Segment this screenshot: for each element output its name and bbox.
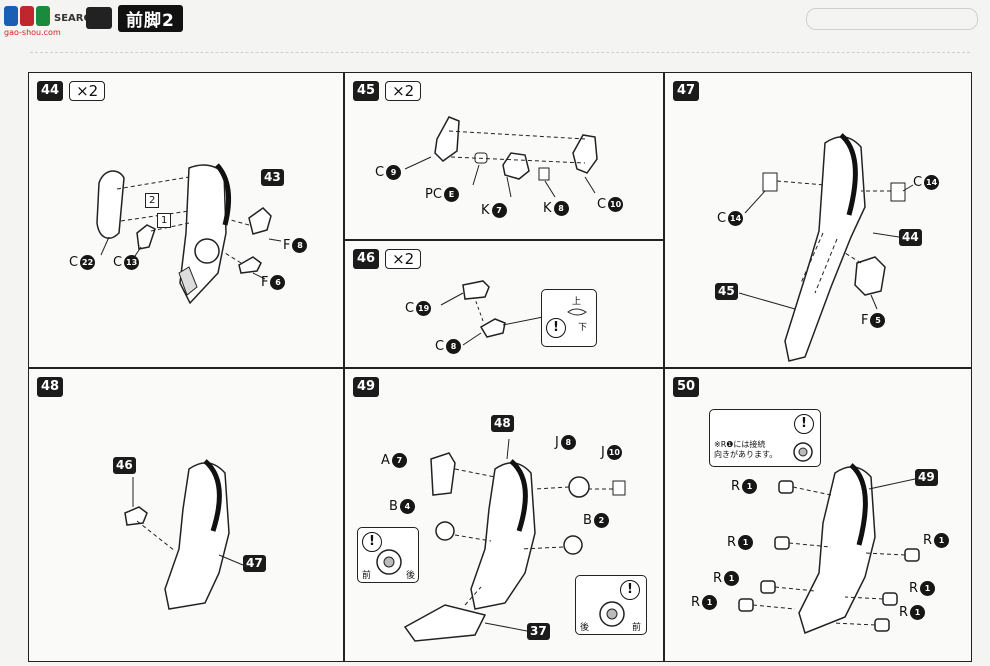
caution-icon: ! (362, 532, 382, 552)
step-50-diagram (738, 463, 920, 635)
step-number: 50 (673, 377, 700, 397)
joint-orientation-icon (376, 549, 402, 575)
faint-header-tag (806, 8, 978, 30)
step-44-header: 44 ×2 (37, 81, 106, 101)
front-back-callout-right: ! 後 前 (575, 575, 647, 635)
step-48-header: 48 (37, 377, 64, 397)
logo-text: SEARCH (54, 13, 99, 24)
label-down: 下 (578, 323, 588, 333)
ref-part-43: 43 (261, 169, 284, 186)
connection-note-callout: ※R❶には接続 向きがあります。 ! (709, 409, 821, 467)
quantity-badge: ×2 (385, 81, 422, 101)
part-outline-icon (567, 308, 587, 316)
ref-part-45: 45 (715, 283, 738, 300)
page-header: SEARCH gao-shou.com 前脚2 (0, 0, 990, 58)
step-47-header: 47 (673, 81, 700, 101)
step-number: 45 (353, 81, 380, 101)
step-number: 48 (37, 377, 64, 397)
step-44-diagram (96, 163, 282, 305)
step-number: 44 (37, 81, 64, 101)
section-title: 前脚2 (86, 4, 183, 32)
caution-icon: ! (794, 414, 814, 434)
step-50-header: 50 (673, 377, 700, 397)
title-marker (86, 7, 112, 29)
front-back-callout-left: ! 前 後 (357, 527, 419, 583)
step-number: 47 (673, 81, 700, 101)
ref-part-46: 46 (113, 457, 136, 474)
note-line-2: 向きがあります。 (714, 450, 778, 459)
orientation-callout: 上 ! 下 (541, 289, 597, 347)
step-number: 46 (353, 249, 380, 269)
step-46-header: 46 ×2 (353, 249, 422, 269)
joint-orientation-icon (793, 442, 813, 462)
site-url: gao-shou.com (4, 28, 61, 37)
note-line-1: ※R❶には接続 (714, 440, 766, 449)
ref-part-44: 44 (899, 229, 922, 246)
step-number: 49 (353, 377, 380, 397)
page-title: 前脚2 (118, 4, 183, 32)
header-divider (30, 52, 970, 53)
caution-icon: ! (546, 318, 566, 338)
quantity-badge: ×2 (385, 249, 422, 269)
joint-orientation-icon (599, 601, 625, 627)
label-back: 後 (580, 623, 590, 633)
caution-icon: ! (620, 580, 640, 600)
label-front: 前 (362, 571, 372, 581)
ref-part-47: 47 (243, 555, 266, 572)
step-49-diagram (403, 438, 626, 642)
site-logo: SEARCH (4, 6, 99, 26)
step-46-diagram (440, 280, 544, 346)
order-marker-1: 1 (157, 213, 172, 228)
step-47-diagram (738, 133, 914, 362)
label-back: 後 (406, 571, 416, 581)
ref-part-49: 49 (915, 469, 938, 486)
order-marker-2: 2 (145, 193, 160, 208)
step-48-panel: 48 46 47 (28, 368, 344, 662)
step-45-diagram (404, 116, 598, 198)
ref-part-48: 48 (491, 415, 514, 432)
ref-part-37: 37 (527, 623, 550, 640)
label-up: 上 (572, 297, 582, 307)
step-48-diagram (124, 459, 244, 610)
label-front: 前 (632, 623, 642, 633)
quantity-badge: ×2 (69, 81, 106, 101)
step-49-header: 49 (353, 377, 380, 397)
step-45-header: 45 ×2 (353, 81, 422, 101)
